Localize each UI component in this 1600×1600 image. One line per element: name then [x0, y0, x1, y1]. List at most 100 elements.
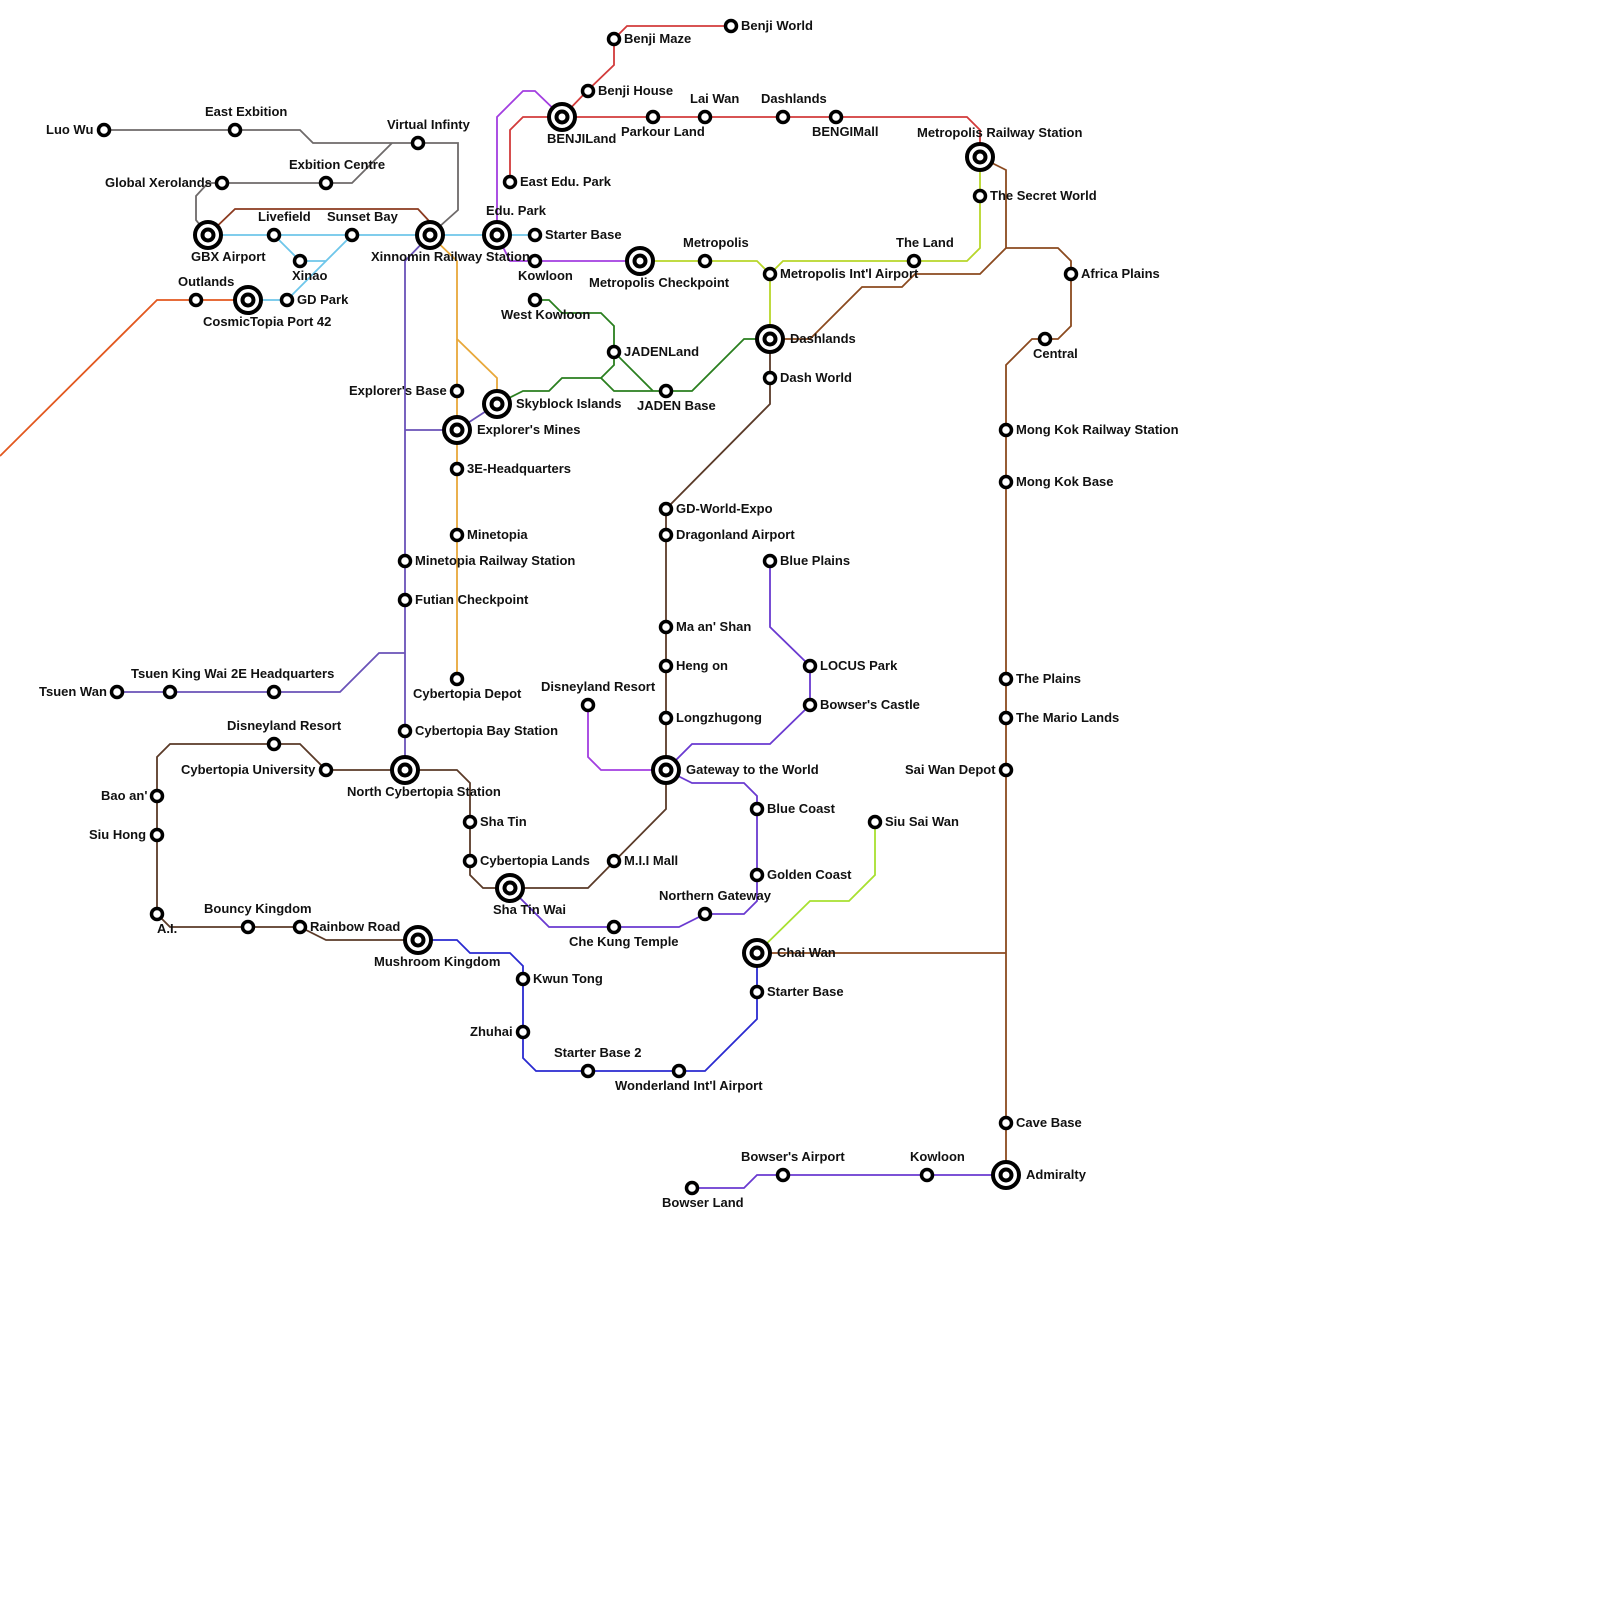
- interchange-marker-benjiland[interactable]: [547, 102, 577, 132]
- station-marker-jadenland[interactable]: [606, 344, 622, 360]
- interchange-marker-chai-wan[interactable]: [742, 938, 772, 968]
- station-marker-m-i-i-mall[interactable]: [606, 853, 622, 869]
- station-marker-the-mario-lands[interactable]: [998, 710, 1014, 726]
- station-label-rainbow-road: Rainbow Road: [310, 919, 400, 934]
- station-marker-wonderland-int-l-airport[interactable]: [671, 1063, 687, 1079]
- station-marker-exbition-centre[interactable]: [318, 175, 334, 191]
- station-marker-locus-park[interactable]: [802, 658, 818, 674]
- station-marker-kwun-tong[interactable]: [515, 971, 531, 987]
- station-marker-explorer-s-base[interactable]: [449, 383, 465, 399]
- station-marker-parkour-land[interactable]: [645, 109, 661, 125]
- station-marker-outlands[interactable]: [188, 292, 204, 308]
- interchange-marker-admiralty[interactable]: [991, 1160, 1021, 1190]
- station-marker-bao-an[interactable]: [149, 788, 165, 804]
- station-marker-cybertopia-university[interactable]: [318, 762, 334, 778]
- station-marker-kowloon[interactable]: [919, 1167, 935, 1183]
- station-marker-gd-park[interactable]: [279, 292, 295, 308]
- interchange-marker-mushroom-kingdom[interactable]: [403, 925, 433, 955]
- station-marker-sha-tin[interactable]: [462, 814, 478, 830]
- station-marker-zhuhai[interactable]: [515, 1024, 531, 1040]
- interchange-marker-metropolis-railway-station[interactable]: [965, 142, 995, 172]
- interchange-marker-gateway-to-the-world[interactable]: [651, 755, 681, 785]
- station-marker-africa-plains[interactable]: [1063, 266, 1079, 282]
- station-marker-metropolis[interactable]: [697, 253, 713, 269]
- station-marker-ma-an-shan[interactable]: [658, 619, 674, 635]
- station-label-africa-plains: Africa Plains: [1081, 266, 1160, 281]
- station-marker-disneyland-resort[interactable]: [266, 736, 282, 752]
- station-marker-che-kung-temple[interactable]: [606, 919, 622, 935]
- station-marker-benji-house[interactable]: [580, 83, 596, 99]
- station-marker-cybertopia-bay-station[interactable]: [397, 723, 413, 739]
- station-marker-starter-base[interactable]: [749, 984, 765, 1000]
- station-marker-mong-kok-base[interactable]: [998, 474, 1014, 490]
- station-marker-bouncy-kingdom[interactable]: [240, 919, 256, 935]
- station-marker-rainbow-road[interactable]: [292, 919, 308, 935]
- station-marker-metropolis-int-l-airport[interactable]: [762, 266, 778, 282]
- station-marker-kowloon[interactable]: [527, 253, 543, 269]
- station-marker-west-kowloon[interactable]: [527, 292, 543, 308]
- station-marker-virtual-infinty[interactable]: [410, 135, 426, 151]
- station-marker-bowser-land[interactable]: [684, 1180, 700, 1196]
- station-marker-east-edu-park[interactable]: [502, 174, 518, 190]
- station-label-cybertopia-bay-station: Cybertopia Bay Station: [415, 723, 558, 738]
- station-marker-starter-base[interactable]: [527, 227, 543, 243]
- interchange-marker-sha-tin-wai[interactable]: [495, 873, 525, 903]
- station-marker-northern-gateway[interactable]: [697, 906, 713, 922]
- station-marker-gd-world-expo[interactable]: [658, 501, 674, 517]
- station-marker-minetopia[interactable]: [449, 527, 465, 543]
- station-marker-east-exbition[interactable]: [227, 122, 243, 138]
- station-marker-the-secret-world[interactable]: [972, 188, 988, 204]
- station-marker-3e-headquarters[interactable]: [449, 461, 465, 477]
- station-marker-tsuen-wan[interactable]: [109, 684, 125, 700]
- station-marker-benji-maze[interactable]: [606, 31, 622, 47]
- station-marker-blue-plains[interactable]: [762, 553, 778, 569]
- interchange-marker-metropolis-checkpoint[interactable]: [625, 246, 655, 276]
- station-marker-heng-on[interactable]: [658, 658, 674, 674]
- station-marker-lai-wan[interactable]: [697, 109, 713, 125]
- interchange-inner-ring: [972, 149, 988, 165]
- station-marker-bowser-s-castle[interactable]: [802, 697, 818, 713]
- station-marker-2e-headquarters[interactable]: [266, 684, 282, 700]
- station-marker-jaden-base[interactable]: [658, 383, 674, 399]
- station-marker-the-plains[interactable]: [998, 671, 1014, 687]
- station-marker-benji-world[interactable]: [723, 18, 739, 34]
- station-marker-cave-base[interactable]: [998, 1115, 1014, 1131]
- interchange-marker-gbx-airport[interactable]: [193, 220, 223, 250]
- station-marker-xinao[interactable]: [292, 253, 308, 269]
- station-marker-livefield[interactable]: [266, 227, 282, 243]
- station-marker-golden-coast[interactable]: [749, 867, 765, 883]
- station-marker-luo-wu[interactable]: [96, 122, 112, 138]
- station-label-kwun-tong: Kwun Tong: [533, 971, 603, 986]
- interchange-marker-skyblock-islands[interactable]: [482, 389, 512, 419]
- station-marker-blue-coast[interactable]: [749, 801, 765, 817]
- interchange-marker-edu-park[interactable]: [482, 220, 512, 250]
- station-marker-bowser-s-airport[interactable]: [775, 1167, 791, 1183]
- interchange-marker-cosmictopia-port-42[interactable]: [233, 285, 263, 315]
- station-marker-dash-world[interactable]: [762, 370, 778, 386]
- station-marker-cybertopia-depot[interactable]: [449, 671, 465, 687]
- interchange-marker-xinnomin-railway-station[interactable]: [415, 220, 445, 250]
- station-marker-dashlands[interactable]: [775, 109, 791, 125]
- station-marker-dragonland-airport[interactable]: [658, 527, 674, 543]
- station-marker-siu-hong[interactable]: [149, 827, 165, 843]
- interchange-marker-dashlands[interactable]: [755, 324, 785, 354]
- route-green-line: [496, 299, 615, 405]
- station-marker-a-i[interactable]: [149, 906, 165, 922]
- station-marker-global-xerolands[interactable]: [214, 175, 230, 191]
- station-marker-starter-base-2[interactable]: [580, 1063, 596, 1079]
- station-marker-bengimall[interactable]: [828, 109, 844, 125]
- station-marker-minetopia-railway-station[interactable]: [397, 553, 413, 569]
- station-marker-cybertopia-lands[interactable]: [462, 853, 478, 869]
- interchange-marker-explorer-s-mines[interactable]: [442, 415, 472, 445]
- station-marker-futian-checkpoint[interactable]: [397, 592, 413, 608]
- station-marker-longzhugong[interactable]: [658, 710, 674, 726]
- station-marker-central[interactable]: [1037, 331, 1053, 347]
- station-marker-sai-wan-depot[interactable]: [998, 762, 1014, 778]
- station-marker-mong-kok-railway-station[interactable]: [998, 422, 1014, 438]
- station-marker-sunset-bay[interactable]: [344, 227, 360, 243]
- station-marker-tsuen-king-wai[interactable]: [162, 684, 178, 700]
- station-marker-siu-sai-wan[interactable]: [867, 814, 883, 830]
- station-marker-the-land[interactable]: [906, 253, 922, 269]
- interchange-marker-north-cybertopia-station[interactable]: [390, 755, 420, 785]
- station-marker-disneyland-resort[interactable]: [580, 697, 596, 713]
